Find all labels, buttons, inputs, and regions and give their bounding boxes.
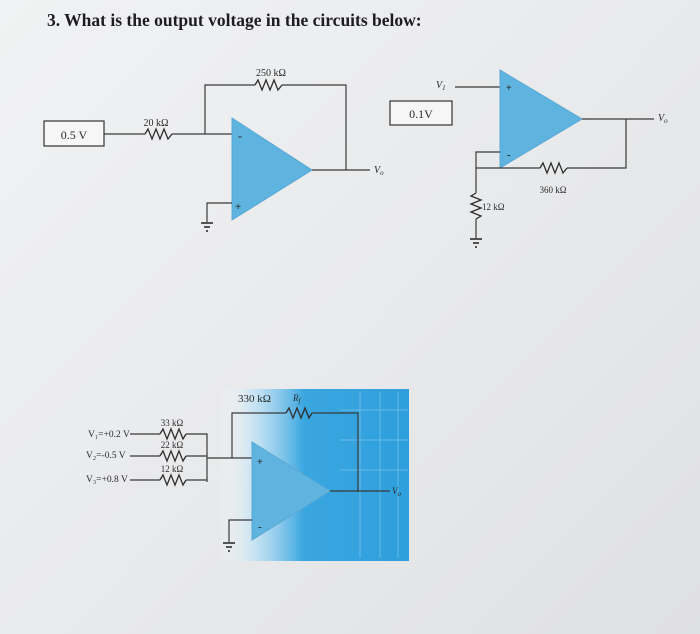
c3-ground-icon (223, 542, 235, 552)
c2-input-value: 0.1V (409, 107, 433, 121)
c3-panel-texture (340, 392, 408, 558)
c2-feedback-left (475, 151, 540, 169)
c2-input-label: V1 (436, 80, 446, 92)
c2-ground-resistor (469, 192, 483, 220)
circuit-2-noninverting-amp: 0.1V V1 + - Vo 360 kΩ 12 kΩ (389, 69, 668, 248)
c1-ground-wire (206, 202, 232, 222)
c1-ground-icon (201, 222, 213, 232)
c2-feedback-resistor (539, 161, 568, 175)
c1-inv-sign: - (238, 129, 242, 143)
c2-feedback-right (567, 119, 627, 169)
c3-feedback-label: 330 kΩ (238, 393, 271, 405)
c3-input-3-resistor-label: 12 kΩ (161, 464, 184, 474)
c3-input-1-resistor (159, 427, 187, 441)
c3-inv-sign: - (258, 521, 262, 533)
c1-noninv-sign: + (235, 201, 241, 213)
c2-ground-icon (470, 238, 482, 248)
c3-op-amp (251, 441, 331, 541)
c2-input-box (389, 100, 453, 126)
c3-input-3-resistor (159, 473, 187, 487)
c1-output-label: Vo (374, 165, 384, 177)
c3-noninv-sign: + (257, 457, 263, 468)
c2-output-label: Vo (658, 113, 668, 125)
c3-input-3-label: V₃=+0.8 V (86, 475, 128, 485)
c3-input-1-label: V₁=+0.2 V (88, 430, 130, 440)
c2-op-amp (499, 69, 583, 169)
c2-noninv-sign: + (506, 83, 512, 94)
c3-highlight-panel (218, 389, 409, 561)
c3-input-2-resistor-label: 22 kΩ (161, 440, 184, 450)
c1-feedback-left (204, 84, 255, 134)
c2-inv-sign: - (507, 149, 511, 161)
c1-op-amp (231, 117, 313, 221)
c3-feedback-right (312, 412, 359, 492)
c1-feedback-resistor-label: 250 kΩ (256, 68, 286, 79)
circuit-3-summing-amp: V₁=+0.2 V 33 kΩ V₂=-0.5 V 22 kΩ V₃=+0.8 … (86, 389, 409, 561)
c3-input-1-resistor-label: 33 kΩ (161, 418, 184, 428)
question-title: 3. What is the output voltage in the cir… (47, 10, 422, 30)
c1-feedback-resistor (254, 78, 283, 92)
c3-ground-wire (228, 519, 252, 542)
c1-input-value: 0.5 V (61, 128, 88, 142)
c1-input-resistor (144, 127, 173, 141)
c3-output-label: Vo (392, 486, 402, 498)
c3-input-1-tail (186, 433, 208, 482)
c3-feedback-left (231, 412, 286, 458)
c2-feedback-resistor-label: 360 kΩ (540, 185, 567, 195)
circuit-1-inverting-amp: 0.5 V 20 kΩ 250 kΩ - + Vo (43, 68, 384, 232)
c1-feedback-right (282, 84, 347, 170)
c3-input-2-label: V₂=-0.5 V (86, 451, 126, 461)
c2-ground-resistor-label: 12 kΩ (482, 202, 505, 212)
c3-rf-label: Rf (292, 393, 302, 405)
c3-feedback-resistor (285, 406, 313, 420)
c1-input-resistor-label: 20 kΩ (144, 118, 169, 129)
c3-input-2-resistor (159, 449, 187, 463)
